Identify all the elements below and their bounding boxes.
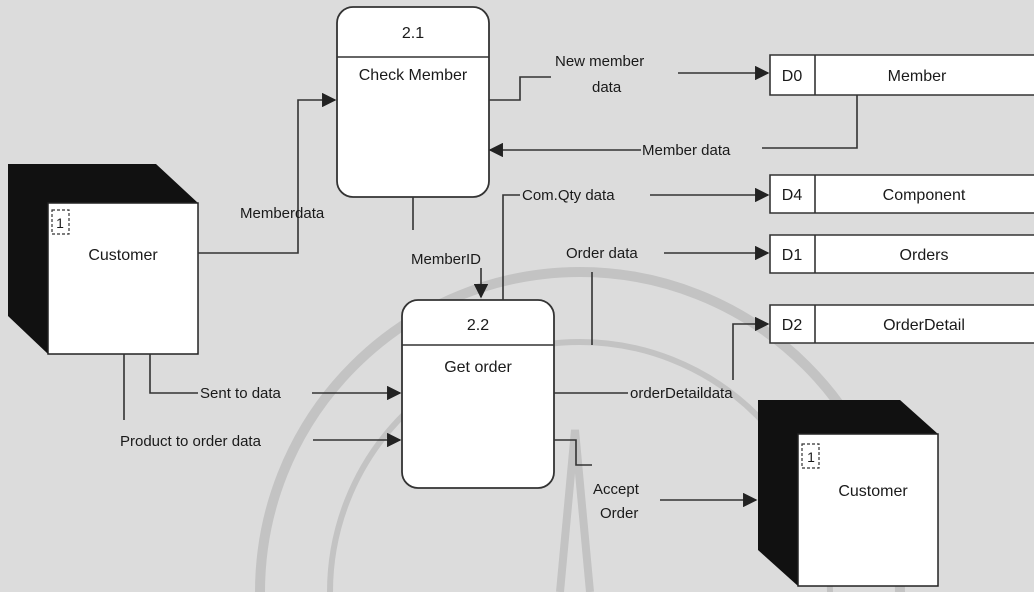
entity-id-1-right: 1 [807, 449, 815, 465]
store-orders: D1 Orders [769, 234, 1034, 274]
store-name-orders: Orders [900, 247, 949, 264]
process-get-order: 2.2 Get order [401, 299, 555, 489]
flow-label-new-member-1: New member [555, 53, 644, 70]
process-id-2-2: 2.2 [467, 317, 489, 334]
flow-label-memberdata: Memberdata [240, 205, 325, 222]
entity-customer-right: 1 Customer [758, 400, 939, 587]
store-name-component: Component [883, 187, 966, 204]
flow-label-new-member-2: data [592, 79, 622, 96]
store-component: D4 Component [769, 174, 1034, 214]
store-id-d2: D2 [782, 317, 803, 334]
process-name-check-member: Check Member [359, 67, 468, 84]
store-orderdetail: D2 OrderDetail [769, 304, 1034, 344]
flow-label-order-detail: orderDetaildata [630, 385, 733, 402]
process-name-get-order: Get order [444, 359, 512, 376]
flow-order-detail [554, 324, 768, 394]
flow-label-product-to-order: Product to order data [120, 433, 262, 450]
entity-name-customer-right: Customer [838, 483, 908, 500]
flow-label-com-qty: Com.Qty data [522, 187, 615, 204]
flow-com-qty [502, 195, 768, 300]
flow-order-data [591, 253, 768, 345]
flow-new-member-data [489, 73, 768, 101]
entity-name-customer: Customer [88, 247, 158, 264]
flow-label-accept-1: Accept [593, 481, 640, 498]
flow-accept-order [554, 439, 756, 500]
process-check-member: 2.1 Check Member [336, 6, 490, 198]
flow-member-data [490, 95, 858, 150]
store-name-orderdetail: OrderDetail [883, 317, 965, 334]
store-id-d0: D0 [782, 68, 803, 85]
store-id-d4: D4 [782, 187, 803, 204]
flow-label-accept-2: Order [600, 505, 638, 522]
entity-id-1: 1 [56, 215, 64, 231]
process-id-2-1: 2.1 [402, 25, 424, 42]
flow-label-order-data: Order data [566, 245, 638, 262]
flow-label-member-data: Member data [642, 142, 731, 159]
flow-memberdata [198, 92, 337, 254]
store-member: D0 Member [769, 54, 1034, 96]
flow-label-member-id: MemberID [411, 251, 481, 268]
store-id-d1: D1 [782, 247, 803, 264]
flow-sent-to [149, 354, 400, 393]
store-name-member: Member [888, 68, 947, 85]
entity-customer-left: 1 Customer [8, 164, 199, 355]
flow-label-sent-to: Sent to data [200, 385, 282, 402]
flow-product-to-order [123, 354, 400, 440]
